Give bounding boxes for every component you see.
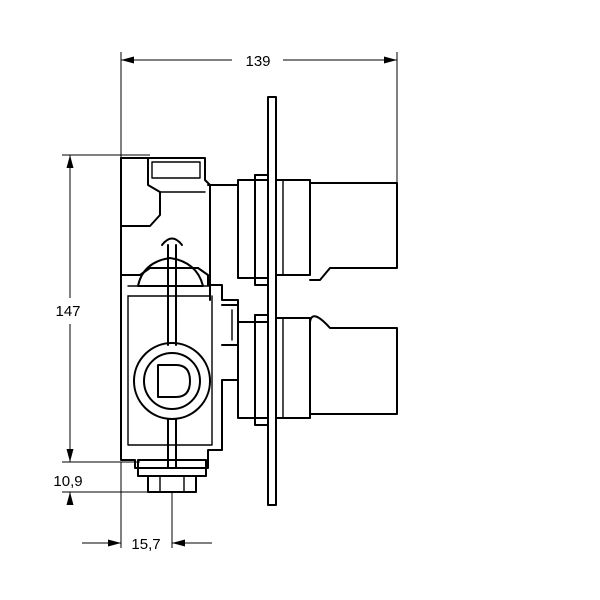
- upper-cartridge: [207, 174, 398, 286]
- dimension-outlet-offset: 15,7: [82, 462, 212, 553]
- dimension-label-outlet-offset: 15,7: [131, 536, 160, 553]
- bottom-connector: [137, 418, 207, 493]
- dimension-label-bottom-offset: 10,9: [53, 473, 82, 490]
- dimension-label-height: 147: [55, 303, 80, 320]
- dimension-height: 147: [55, 154, 150, 463]
- lower-cartridge: [237, 314, 398, 426]
- dimension-overall-depth: 139: [120, 52, 398, 185]
- outlet-port: [133, 342, 211, 420]
- dimension-bottom-offset: 10,9: [53, 473, 150, 505]
- dimension-label-overall-depth: 139: [245, 53, 270, 70]
- valve-body: [120, 157, 239, 469]
- cover-plate: [267, 96, 277, 506]
